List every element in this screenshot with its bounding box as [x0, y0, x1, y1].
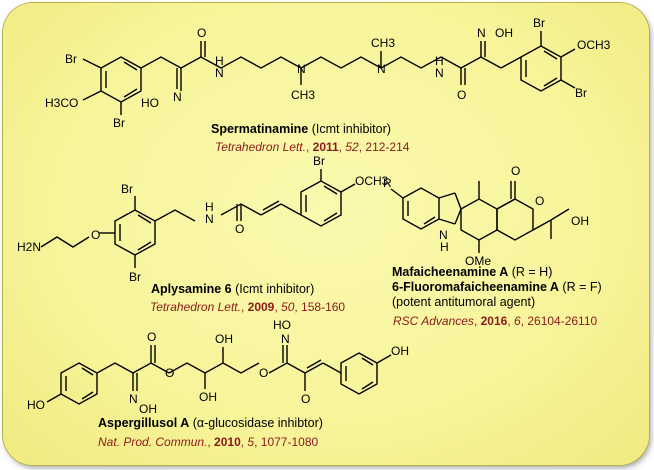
spermatinamine-carbonyl-o-right: O	[457, 88, 466, 102]
mafaicheenamine-reference: RSC Advances, 2016, 6, 26104-26110	[393, 314, 598, 328]
mafaicheenamine-caption-a: Mafaicheenamine A (R = H)	[392, 265, 552, 279]
aplysamine6-nh-n: N	[205, 212, 214, 226]
aspergillusol-oh-right: OH	[391, 344, 409, 358]
aspergillusol-reference: Nat. Prod. Commun., 2010, 5, 1077-1080	[98, 435, 319, 449]
spermatinamine-oh-right: OH	[495, 26, 513, 40]
aspergillusol-ref-pages: 1077-1080	[260, 435, 319, 449]
aplysamine6-br-top: Br	[121, 182, 133, 196]
aspergillusol-name: Aspergillusol A	[98, 416, 190, 430]
spermatinamine-name: Spermatinamine	[211, 122, 309, 136]
aspergillusol-ho-left: HO	[27, 398, 45, 412]
spermatinamine-nh-right-n: N	[435, 66, 444, 80]
mafaicheenamine-structure: R O O N H OMe OH	[383, 164, 589, 268]
mafaicheenamine-name-a: Mafaicheenamine A	[392, 265, 509, 279]
mafaicheenamine-ref-year: 2016	[480, 314, 508, 328]
compound-panel: Br H3CO Br HO N O H N N CH3 N CH3 H N O …	[3, 3, 649, 465]
mafaicheenamine-n: N	[439, 228, 448, 242]
aplysamine6-ref-journal: Tetrahedron Lett.	[150, 300, 241, 314]
aspergillusol-ref-volume: 5	[247, 435, 255, 449]
spermatinamine-amine-n1: N	[297, 62, 306, 76]
aspergillusol-o3: O	[259, 366, 268, 380]
spermatinamine-amine-n2: N	[377, 62, 386, 76]
spermatinamine-br-right-top: Br	[533, 16, 545, 30]
mafaicheenamine-r: R	[383, 176, 392, 190]
aspergillusol-o4: O	[301, 392, 310, 406]
spermatinamine-ch3-bottom: CH3	[291, 88, 315, 102]
spermatinamine-br-left-bottom: Br	[113, 116, 125, 130]
aplysamine6-ref-pages: 158-160	[301, 300, 346, 314]
aspergillusol-oh-a: OH	[199, 390, 217, 404]
spermatinamine-nh-right-h: H	[435, 54, 444, 68]
spermatinamine-nh-left-h: H	[215, 54, 224, 68]
aplysamine6-caption: Aplysamine 6 (Icmt inhibitor)	[151, 282, 314, 296]
spermatinamine-ref-journal: Tetrahedron Lett.	[215, 140, 306, 154]
mafaicheenamine-name-b: 6-Fluoromafaicheenamine A	[392, 280, 559, 294]
aspergillusol-o1: O	[147, 330, 156, 344]
aplysamine6-h2n: H2N	[17, 240, 41, 254]
spermatinamine-ch3-top: CH3	[371, 36, 395, 50]
mafaicheenamine-ref-volume: 6	[513, 314, 521, 328]
spermatinamine-h3co: H3CO	[45, 96, 78, 110]
mafaicheenamine-note-a: (R = H)	[511, 265, 553, 279]
aspergillusol-note: (α-glucosidase inhibtor)	[192, 416, 323, 430]
aspergillusol-n-left: N	[129, 392, 138, 406]
aspergillusol-n-right: N	[281, 332, 290, 346]
spermatinamine-nh-left-n: N	[215, 66, 224, 80]
aplysamine6-och3: OCH3	[355, 174, 389, 188]
spermatinamine-ref-volume: 52	[345, 140, 359, 154]
mafaicheenamine-caption-c: (potent antitumoral agent)	[392, 295, 535, 309]
spermatinamine-caption: Spermatinamine (Icmt inhibitor)	[211, 122, 391, 136]
mafaicheenamine-caption-b: 6-Fluoromafaicheenamine A (R = F)	[392, 280, 602, 294]
mafaicheenamine-ref-journal: RSC Advances	[393, 314, 474, 328]
mafaicheenamine-ring-o: O	[535, 194, 544, 208]
spermatinamine-ho: HO	[141, 96, 159, 110]
spermatinamine-br-left-top: Br	[65, 52, 77, 66]
spermatinamine-ref-pages: 212-214	[365, 140, 410, 154]
aplysamine6-ref-volume: 50	[281, 300, 295, 314]
aplysamine6-br-right: Br	[313, 154, 325, 168]
aspergillusol-caption: Aspergillusol A (α-glucosidase inhibtor)	[98, 416, 323, 430]
aspergillusol-oh-b: OH	[215, 332, 233, 346]
aplysamine6-ref-year: 2009	[247, 300, 275, 314]
mafaicheenamine-ref-pages: 26104-26110	[527, 314, 598, 328]
aspergillusol-ref-year: 2010	[214, 435, 241, 449]
mafaicheenamine-nh: H	[440, 240, 449, 254]
spermatinamine-reference: Tetrahedron Lett., 2011, 52, 212-214	[215, 140, 410, 154]
spermatinamine-carbonyl-o-left: O	[197, 26, 206, 40]
mafaicheenamine-oh: OH	[571, 214, 589, 228]
mafaicheenamine-note-c: (potent antitumoral agent)	[392, 295, 536, 309]
aspergillusol-o2: O	[165, 366, 174, 380]
aspergillusol-oh-oxime-left: OH	[139, 402, 157, 416]
spermatinamine-note: (Icmt inhibitor)	[311, 122, 391, 136]
spermatinamine-br-right-bottom: Br	[575, 86, 587, 100]
mafaicheenamine-carbonyl-o: O	[511, 164, 520, 178]
aplysamine6-br-bottom: Br	[129, 270, 141, 284]
aplysamine6-ether-o: O	[91, 228, 100, 242]
aplysamine6-name: Aplysamine 6	[151, 282, 232, 296]
aplysamine6-reference: Tetrahedron Lett., 2009, 50, 158-160	[150, 300, 346, 314]
aspergillusol-ref-journal: Nat. Prod. Commun.	[98, 435, 208, 449]
structures-canvas: Br H3CO Br HO N O H N N CH3 N CH3 H N O …	[17, 16, 611, 416]
spermatinamine-och3: OCH3	[577, 38, 611, 52]
spermatinamine-ref-year: 2011	[312, 140, 339, 154]
spermatinamine-oxime-n-left: N	[173, 90, 182, 104]
spermatinamine-oxime-n-right: N	[477, 26, 486, 40]
mafaicheenamine-ome: OMe	[465, 254, 491, 268]
aplysamine6-note: (Icmt inhibitor)	[235, 282, 315, 296]
aplysamine6-structure: Br Br O H2N H N O Br OCH3	[17, 154, 389, 284]
aplysamine6-carbonyl-o: O	[235, 222, 244, 236]
aplysamine6-nh-h: H	[205, 200, 214, 214]
aspergillusol-structure: HO N OH O O OH OH O HO N O OH	[27, 318, 409, 416]
aspergillusol-ho-oxime: HO	[273, 318, 291, 332]
mafaicheenamine-note-b: (R = F)	[562, 280, 602, 294]
spermatinamine-structure: Br H3CO Br HO N O H N N CH3 N CH3 H N O …	[45, 16, 611, 130]
